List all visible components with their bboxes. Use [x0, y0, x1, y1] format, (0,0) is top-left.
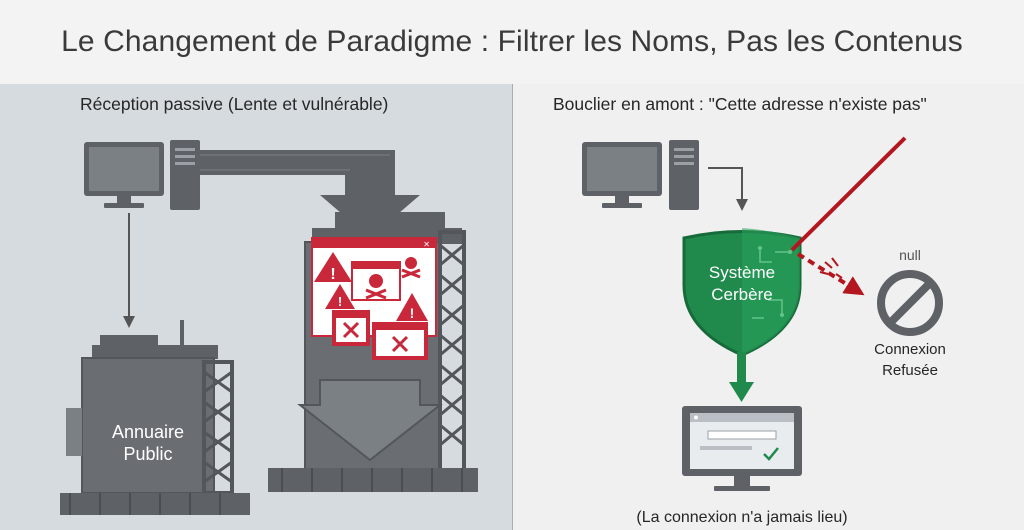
right-computer-icon: [582, 140, 699, 210]
deflection-sparks: [819, 257, 843, 279]
attack-line: [790, 136, 907, 252]
warning-icon: !: [396, 293, 428, 321]
error-window-icon: [372, 322, 428, 360]
accepted-arrow: [729, 352, 754, 402]
left-heading: Réception passive (Lente et vulnérable): [80, 94, 389, 114]
skull-icon: [401, 257, 421, 279]
warning-icon: !: [314, 252, 352, 283]
destination-monitor-icon: [682, 406, 802, 491]
skull-icon: [351, 261, 401, 301]
warning-icon: !: [325, 284, 355, 309]
null-label: null: [899, 247, 921, 263]
threat-windows: ✕ ! ! !: [311, 237, 437, 360]
shield-label-line1: Système: [709, 263, 775, 282]
svg-text:!: !: [410, 305, 415, 321]
refused-label-line1: Connexion: [874, 341, 946, 358]
footer-caption: (La connexion n'a jamais lieu): [636, 509, 847, 526]
shield-label-line2: Cerbère: [711, 285, 772, 304]
svg-text:!: !: [338, 294, 342, 309]
left-computer-icon: [84, 140, 200, 210]
request-arrow: [708, 167, 748, 211]
page-title: Le Changement de Paradigme : Filtrer les…: [0, 0, 1024, 84]
rejected-arrow: [796, 252, 865, 296]
directory-building: Annuaire Public: [60, 320, 250, 515]
error-window-icon: [332, 310, 370, 346]
right-heading: Bouclier en amont : "Cette adresse n'exi…: [553, 94, 927, 114]
svg-text:!: !: [330, 266, 335, 283]
svg-text:✕: ✕: [423, 240, 430, 249]
shield-icon: Système Cerbère: [682, 228, 802, 357]
directory-label-line1: Annuaire: [112, 422, 184, 442]
prohibited-icon: [877, 270, 943, 336]
refused-label-line2: Refusée: [882, 362, 938, 379]
panel-divider: [512, 84, 513, 530]
directory-label-line2: Public: [123, 444, 172, 464]
